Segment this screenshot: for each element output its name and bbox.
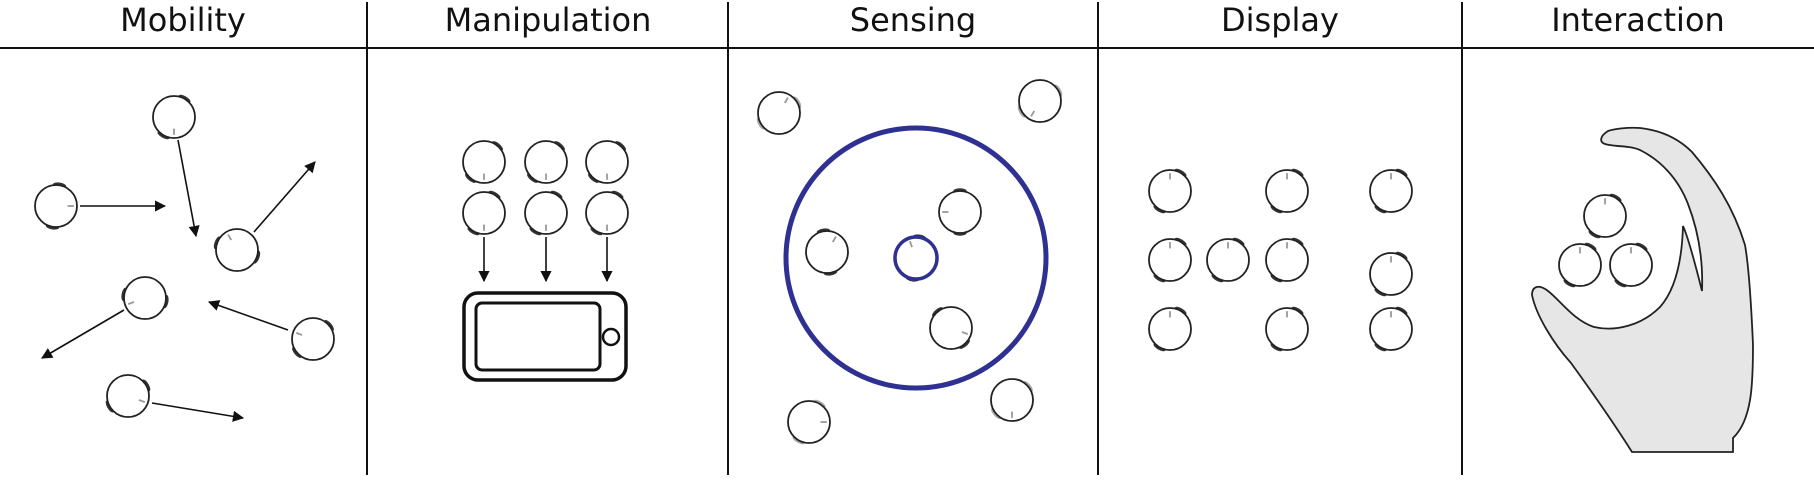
swarm-robot-outside-range — [1017, 79, 1063, 123]
swarm-robot-top-row — [585, 140, 629, 184]
sensing-panel — [756, 79, 1063, 445]
swarm-robot-in-hand — [1583, 193, 1627, 239]
swarm-robot-bottom-row — [585, 190, 629, 236]
swarm-robot — [152, 94, 196, 140]
smartphone-icon — [462, 291, 628, 382]
swarm-robot-bottom-row — [524, 190, 568, 236]
panel-title-sensing: Sensing — [850, 1, 976, 39]
swarm-robot-pixel — [1369, 251, 1413, 297]
swarm-robot-pixel — [1148, 237, 1192, 283]
swarm-robot-bottom-row — [462, 190, 506, 236]
display-panel — [1148, 168, 1413, 352]
swarm-robot-top-row — [524, 140, 568, 184]
swarm-robot-in-hand — [1609, 242, 1653, 288]
swarm-robot-pixel — [1369, 306, 1413, 352]
swarm-robot — [291, 317, 335, 361]
swarm-robot — [213, 228, 261, 272]
swarm-robot — [121, 276, 169, 320]
swarm-robot-pixel — [1265, 306, 1309, 352]
panel-title-display: Display — [1221, 1, 1339, 39]
swarm-robot-top-row — [462, 140, 506, 184]
swarm-robot-pixel — [1265, 237, 1309, 283]
motion-arrow — [151, 402, 245, 422]
sensing-range-circle — [783, 125, 1049, 391]
swarm-robot-inside-range — [805, 228, 849, 276]
panel-title-manipulation: Manipulation — [445, 1, 652, 39]
swarm-robot — [34, 182, 78, 230]
motion-arrow — [177, 139, 200, 238]
swarm-robot-in-hand — [1558, 242, 1602, 288]
panel-title-interaction: Interaction — [1551, 1, 1725, 39]
swarm-robot-pixel — [1148, 168, 1192, 214]
swarm-robot-inside-range — [929, 306, 973, 350]
swarm-robot-pixel — [1148, 306, 1192, 352]
panel-title-mobility: Mobility — [120, 1, 246, 39]
swarm-robot-inside-range — [938, 188, 982, 236]
manipulation-panel — [462, 140, 629, 382]
swarm-robot — [105, 374, 151, 418]
motion-arrow — [253, 161, 316, 233]
swarm-robot-pixel — [1369, 168, 1413, 214]
motion-arrow — [207, 300, 289, 331]
swarm-robot-outside-range — [756, 91, 802, 135]
swarm-robot-outside-range — [990, 378, 1034, 422]
mobility-panel — [34, 94, 335, 422]
motion-arrow — [41, 309, 125, 359]
sensing-robot-center — [893, 234, 939, 282]
hand-icon — [1531, 126, 1754, 453]
swarm-robot-pixel — [1265, 168, 1309, 214]
swarm-robot-outside-range — [787, 399, 831, 445]
swarm-robot-pixel — [1206, 237, 1250, 283]
interaction-panel — [1531, 126, 1754, 453]
